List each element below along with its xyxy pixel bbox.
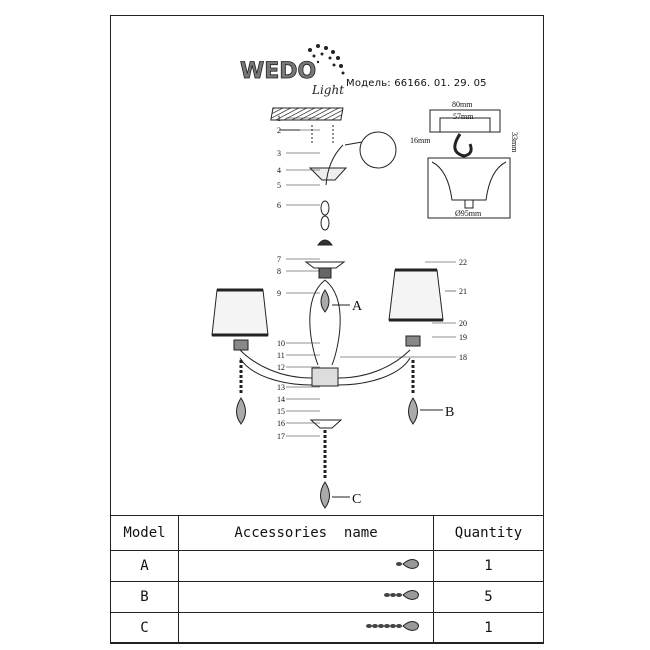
part-label-6: 6 <box>277 201 281 210</box>
part-label-8: 8 <box>277 267 281 276</box>
header-model: Model <box>110 515 179 551</box>
part-label-7: 7 <box>277 255 281 264</box>
table-row: B 5 <box>110 581 544 613</box>
bead <box>390 593 396 597</box>
bead <box>372 624 378 628</box>
chandelier-body <box>211 109 511 509</box>
label-c: C <box>352 492 361 507</box>
part-label-9: 9 <box>277 289 281 298</box>
row-quantity: 5 <box>433 581 544 613</box>
ceiling-hatch <box>270 107 344 121</box>
accessory-icon <box>178 612 434 644</box>
svg-text:WEDO: WEDO <box>240 59 316 84</box>
bead <box>378 624 384 628</box>
part-label-14: 14 <box>277 395 285 404</box>
part-label-21: 21 <box>459 287 467 296</box>
part-label-20: 20 <box>459 319 467 328</box>
part-label-13: 13 <box>277 383 285 392</box>
row-model: A <box>110 550 179 582</box>
svg-text:Light: Light <box>311 83 344 97</box>
part-label-18: 18 <box>459 353 467 362</box>
table-row: C 1 <box>110 612 544 644</box>
accessories-table: Model Accessories name Quantity A 1 B 5 … <box>110 515 544 644</box>
bead <box>396 624 402 628</box>
dim-95mm: Ø95mm <box>455 209 482 218</box>
bead <box>384 624 390 628</box>
crystal-drop <box>402 621 419 631</box>
part-label-11: 11 <box>277 351 285 360</box>
part-label-3: 3 <box>277 149 281 158</box>
row-model: B <box>110 581 179 613</box>
part-label-2: 2 <box>277 126 281 135</box>
dimension-labels: 80mm 57mm 16mm 33mm Ø95mm <box>410 100 519 218</box>
table-row: A 1 <box>110 550 544 582</box>
part-label-16: 16 <box>277 419 285 428</box>
row-quantity: 1 <box>433 550 544 582</box>
row-quantity: 1 <box>433 612 544 644</box>
label-b: B <box>445 405 454 420</box>
header-quantity: Quantity <box>433 515 544 551</box>
row-model: C <box>110 612 179 644</box>
accessory-icon <box>178 581 434 613</box>
table-header-row: Model Accessories name Quantity <box>110 515 544 551</box>
label-a: A <box>352 299 363 314</box>
bead <box>384 593 390 597</box>
crystal-drop <box>402 559 419 569</box>
part-label-19: 19 <box>459 333 467 342</box>
crystal-drop <box>402 590 419 600</box>
model-number: Модель: 66166. 01. 29. 05 <box>346 78 487 89</box>
header-accessories: Accessories name <box>178 515 434 551</box>
bead <box>396 562 402 566</box>
bead <box>390 624 396 628</box>
part-label-4: 4 <box>277 166 281 175</box>
dim-16mm: 16mm <box>410 136 431 145</box>
bead <box>396 593 402 597</box>
part-label-15: 15 <box>277 407 285 416</box>
part-label-22: 22 <box>459 258 467 267</box>
part-label-10: 10 <box>277 339 285 348</box>
accessory-icon <box>178 550 434 582</box>
dim-80mm: 80mm <box>452 100 473 109</box>
part-label-17: 17 <box>277 432 285 441</box>
dim-33mm: 33mm <box>510 132 519 153</box>
accessory-labels: A B C <box>332 299 454 507</box>
dim-57mm: 57mm <box>453 112 474 121</box>
brand-logo: WEDO Light <box>240 44 345 97</box>
bead <box>366 624 372 628</box>
part-label-12: 12 <box>277 363 285 372</box>
part-label-1: 1 <box>277 114 281 123</box>
part-label-5: 5 <box>277 181 281 190</box>
